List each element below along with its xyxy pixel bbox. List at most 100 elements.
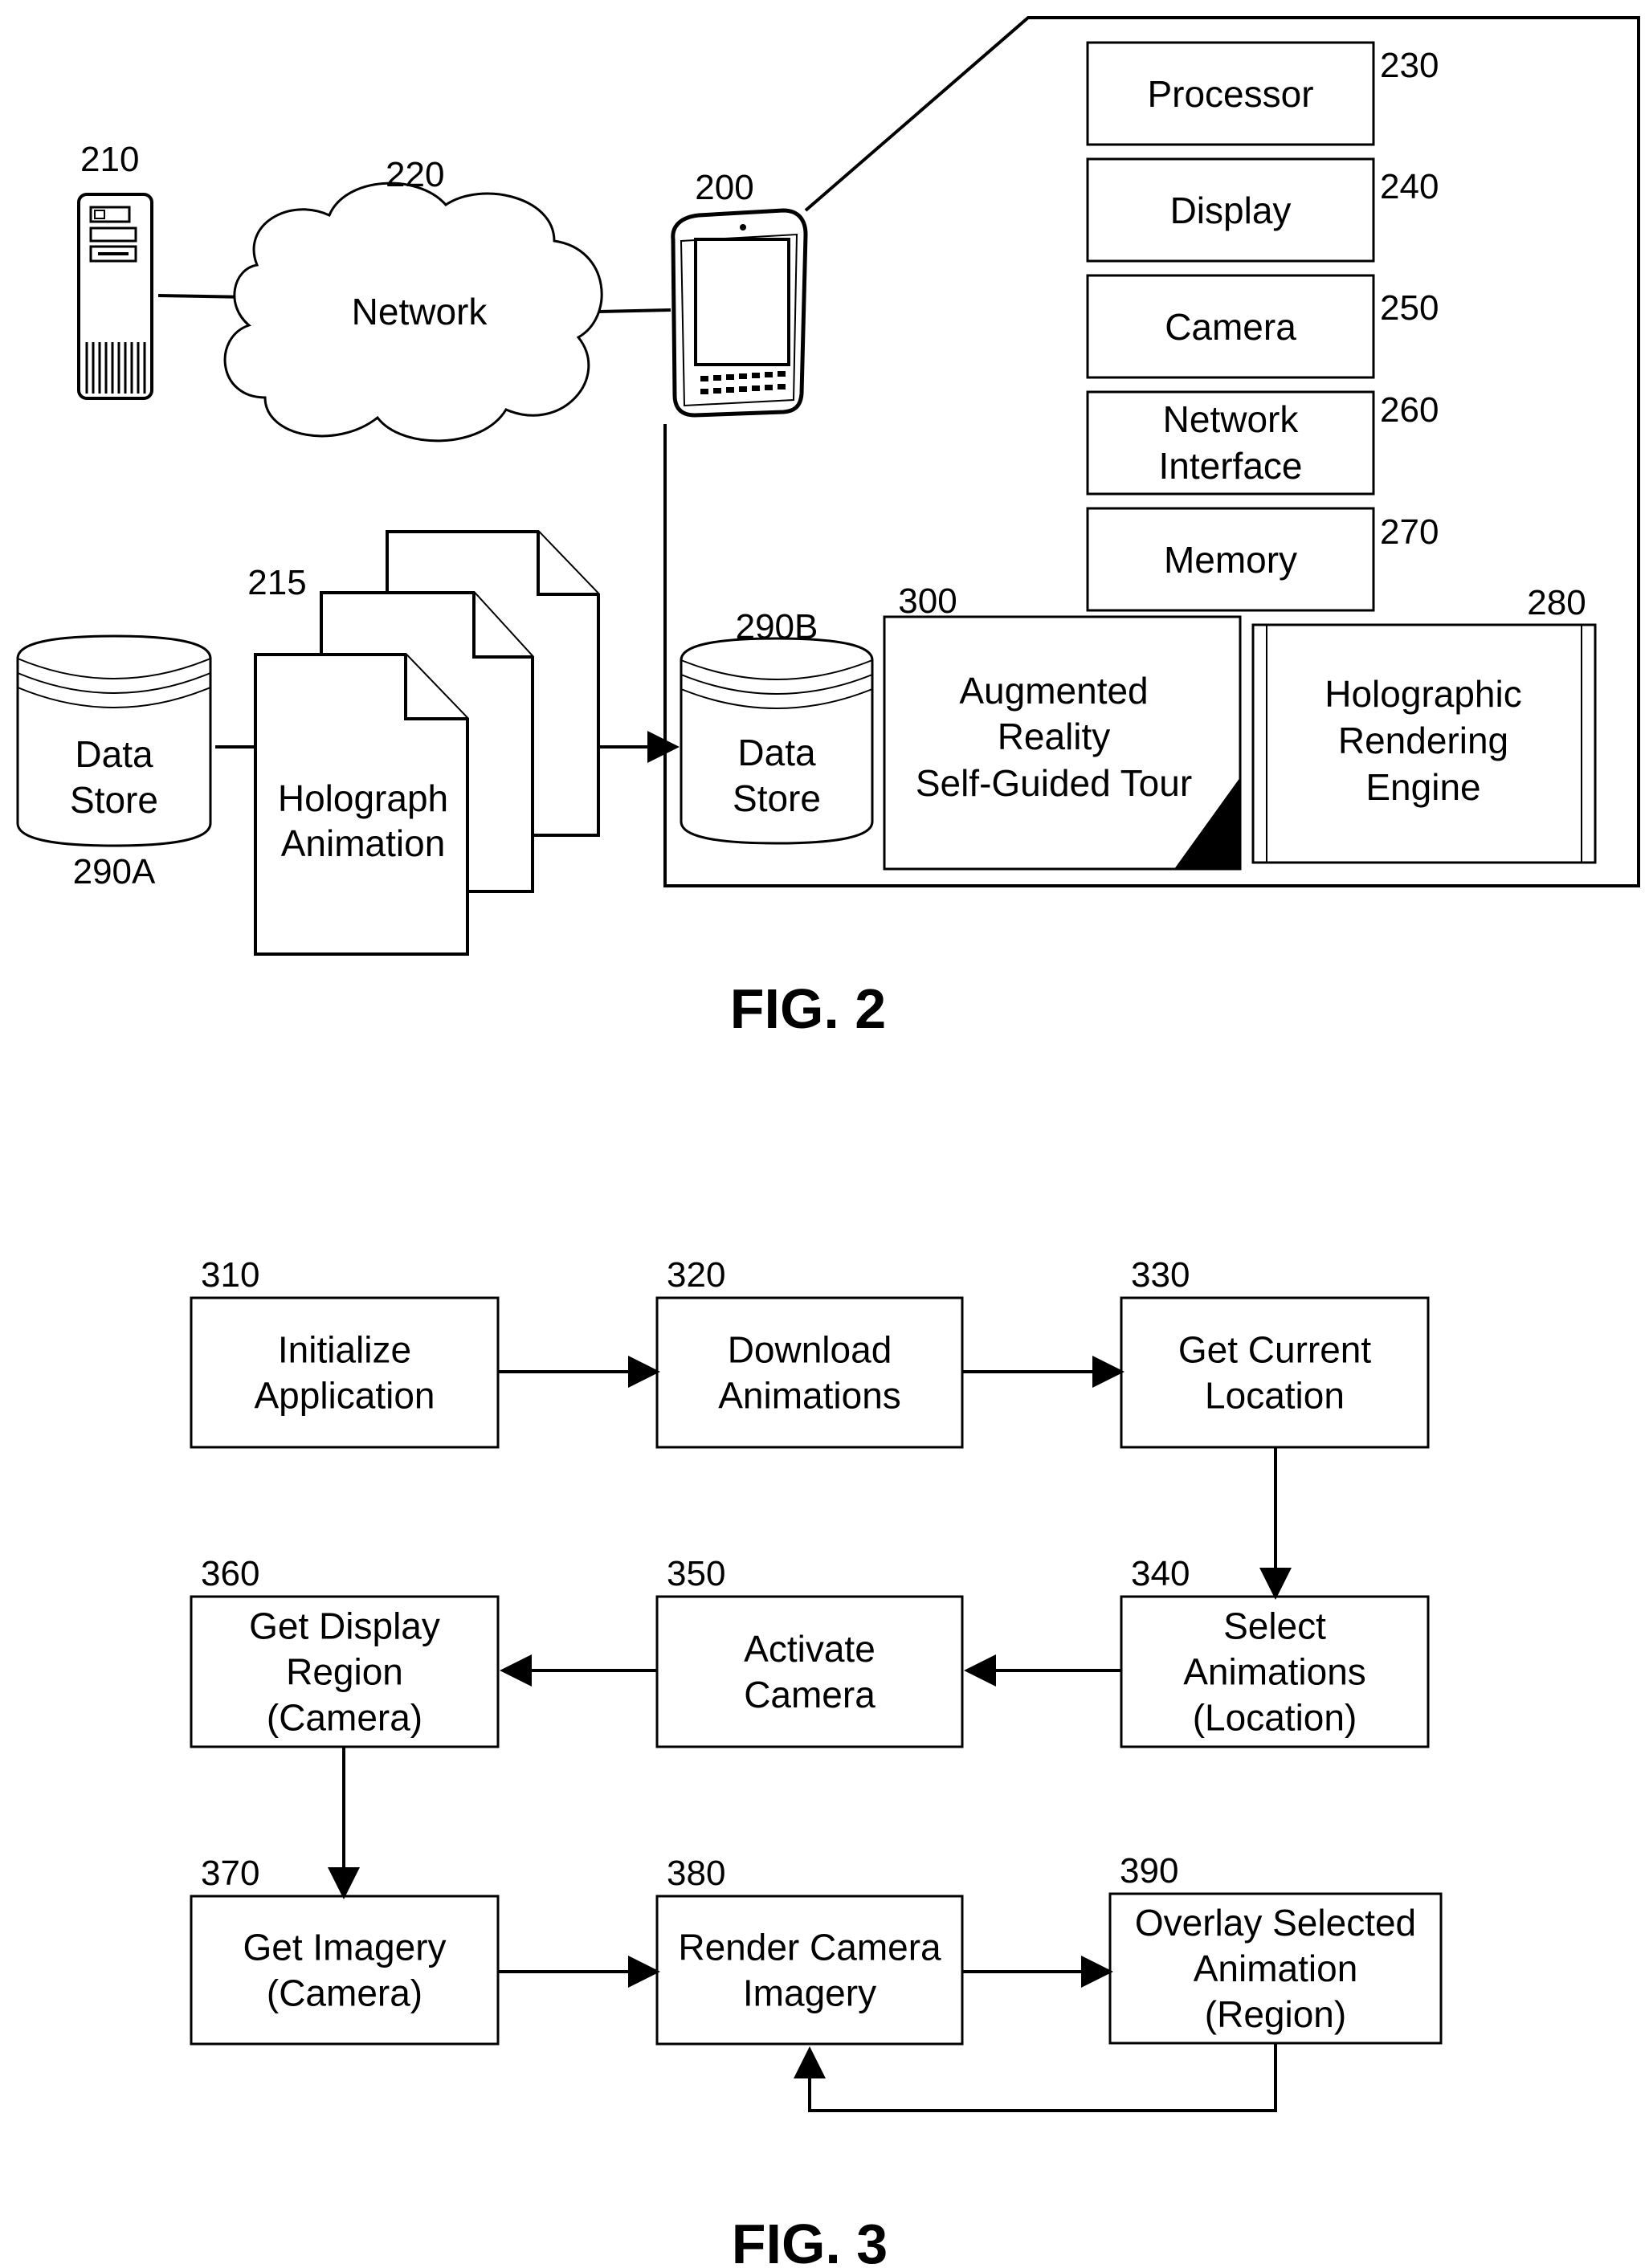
engine-label-2: Rendering xyxy=(1338,720,1508,761)
flow-step-label: Get Current xyxy=(1178,1329,1372,1371)
flow-step-label: Region xyxy=(286,1651,403,1693)
flow-step-label: Overlay Selected xyxy=(1135,1902,1416,1944)
flow-step-label: Render Camera xyxy=(678,1927,941,1968)
flow-step-label: Animation xyxy=(1194,1948,1358,1989)
device-ref: 200 xyxy=(695,168,753,207)
flow-step-box xyxy=(190,1296,500,1449)
flow-step-box xyxy=(190,1595,500,1748)
flow-step-box xyxy=(1120,1296,1430,1449)
engine-ref: 280 xyxy=(1527,583,1586,622)
data-store-a: Data Store xyxy=(16,634,212,847)
camera-ref: 250 xyxy=(1380,288,1439,328)
device-enclosure-outline xyxy=(663,16,1640,887)
display-label: Display xyxy=(1170,190,1292,231)
flow-step-box xyxy=(190,1895,500,2046)
figure-3: InitializeApplication310DownloadAnimatio… xyxy=(190,1255,1443,2268)
mobile-device-icon xyxy=(671,208,808,418)
tour-label-2: Reality xyxy=(998,716,1111,757)
flow-step-label: (Region) xyxy=(1205,1993,1346,2035)
flow-step-label: (Location) xyxy=(1193,1697,1357,1739)
display-box xyxy=(1086,157,1375,263)
flow-step-ref: 340 xyxy=(1131,1554,1190,1593)
flow-step-ref: 350 xyxy=(667,1554,725,1593)
data-store-a-label-2: Store xyxy=(70,779,158,821)
flowchart-steps: InitializeApplication310DownloadAnimatio… xyxy=(190,1255,1443,2046)
network-interface-label-1: Network xyxy=(1163,398,1300,440)
holograph-animation-label-2: Animation xyxy=(281,822,446,864)
engine-label-3: Engine xyxy=(1365,766,1480,808)
tour-ref: 300 xyxy=(898,581,957,621)
flow-step-label: Application xyxy=(254,1375,435,1417)
flow-step-label: Imagery xyxy=(743,1972,876,2014)
network-label: Network xyxy=(352,291,488,332)
network-cloud xyxy=(223,182,603,443)
network-ref: 220 xyxy=(386,155,444,194)
holographic-rendering-engine-box: Holographic Rendering Engine xyxy=(1251,623,1597,864)
flow-step-label: Camera xyxy=(744,1674,876,1715)
memory-label: Memory xyxy=(1164,539,1297,581)
arrow-390-380-loop xyxy=(794,2043,1277,2112)
server-icon xyxy=(77,193,153,400)
network-interface-ref: 260 xyxy=(1380,390,1439,430)
documents-ref: 215 xyxy=(247,563,306,602)
flow-step-box xyxy=(1120,1595,1430,1748)
flow-step-box xyxy=(655,1296,964,1449)
flow-step-ref: 330 xyxy=(1131,1255,1190,1295)
holograph-animation-documents: Holograph Animation xyxy=(254,530,600,956)
data-store-a-ref: 290A xyxy=(73,852,156,891)
engine-label-1: Holographic xyxy=(1325,673,1521,715)
flow-step-label: Location xyxy=(1205,1375,1345,1417)
camera-box xyxy=(1086,274,1375,379)
figure-2-caption: FIG. 2 xyxy=(730,977,886,1040)
processor-label: Processor xyxy=(1147,73,1313,115)
network-interface-label-2: Interface xyxy=(1159,445,1303,487)
flow-step-label: Select xyxy=(1223,1605,1326,1647)
flow-step-box xyxy=(655,1595,964,1748)
flow-step-box xyxy=(655,1895,964,2046)
flow-step-370: Get Imagery(Camera) 370 xyxy=(190,1854,500,2046)
figure-2: 210 Network 220 200 Data Store 290A xyxy=(16,16,1640,1040)
data-store-b: Data Store xyxy=(680,637,874,845)
flow-step-label: (Camera) xyxy=(267,1697,422,1739)
flow-step-label: Get Imagery xyxy=(243,1927,446,1968)
flow-step-box xyxy=(1108,1892,1443,2045)
server-ref: 210 xyxy=(80,140,139,179)
figure-3-caption: FIG. 3 xyxy=(732,2213,888,2268)
network-interface-box xyxy=(1086,390,1375,496)
camera-label: Camera xyxy=(1165,306,1296,348)
ar-self-guided-tour-box: Augmented Reality Self-Guided Tour xyxy=(883,615,1242,871)
processor-box xyxy=(1086,41,1375,146)
flow-step-ref: 370 xyxy=(201,1854,259,1893)
flow-step-ref: 360 xyxy=(201,1554,259,1593)
data-store-a-label-1: Data xyxy=(75,733,153,775)
tour-label-3: Self-Guided Tour xyxy=(916,762,1192,804)
tour-label-1: Augmented xyxy=(959,670,1148,712)
flow-step-label: Activate xyxy=(744,1628,876,1670)
processor-ref: 230 xyxy=(1380,46,1439,85)
flow-step-label: Get Display xyxy=(249,1605,440,1647)
flow-step-label: Animations xyxy=(1183,1651,1366,1693)
display-ref: 240 xyxy=(1380,167,1439,206)
network-device-link xyxy=(597,308,671,313)
flow-step-label: Initialize xyxy=(278,1329,411,1371)
memory-box xyxy=(1086,507,1375,612)
memory-ref: 270 xyxy=(1380,512,1439,552)
data-store-b-label-1: Data xyxy=(737,732,816,773)
flow-step-label: Download xyxy=(728,1329,892,1371)
holograph-animation-label-1: Holograph xyxy=(278,777,448,819)
flow-step-ref: 310 xyxy=(201,1255,259,1295)
flow-step-label: (Camera) xyxy=(267,1972,422,2014)
flow-step-ref: 380 xyxy=(667,1854,725,1893)
flow-step-label: Animations xyxy=(718,1375,901,1417)
flow-step-ref: 390 xyxy=(1120,1851,1178,1891)
data-store-b-label-2: Store xyxy=(733,777,821,819)
